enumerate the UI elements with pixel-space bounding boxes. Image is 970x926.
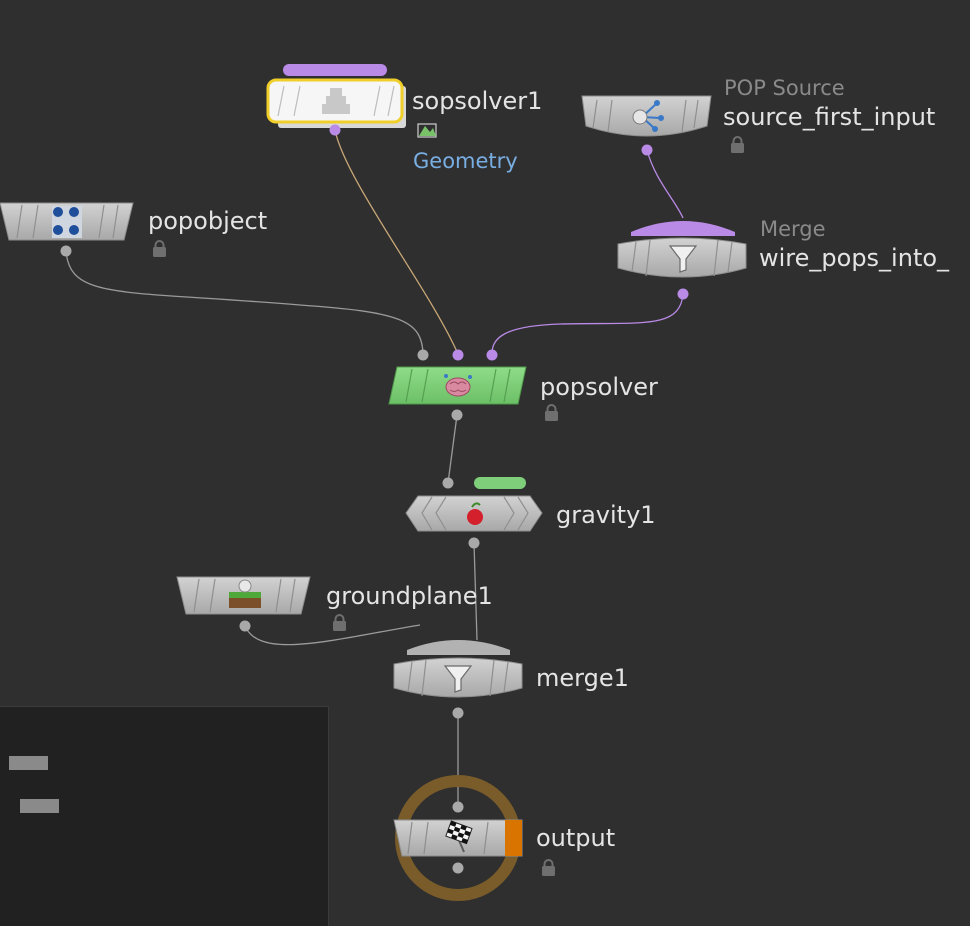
pyramid-icon (322, 88, 350, 114)
popobject-lock-icon (152, 240, 167, 258)
wire-popobject-popsolver (65, 250, 424, 355)
wire-groundplane-merge1 (244, 624, 421, 646)
merge-wire-type-label: Merge (760, 217, 826, 241)
merge1-output-port (452, 707, 464, 719)
output-output-port (452, 862, 464, 874)
merge-wire-output-port (677, 288, 689, 300)
gravity-label: gravity1 (556, 501, 656, 529)
wires (65, 129, 684, 807)
gravity-input-port (442, 477, 454, 489)
output-node[interactable] (393, 775, 523, 901)
gravity-output-port (468, 537, 480, 549)
brain-icon (444, 374, 472, 397)
source-node[interactable] (581, 95, 712, 156)
groundplane-output-port (239, 620, 251, 632)
particles-icon (52, 206, 82, 238)
emitter-icon (632, 100, 664, 132)
sopsolver-flag (283, 64, 387, 76)
output-input-port (452, 801, 464, 813)
sopsolver-node[interactable] (266, 64, 406, 136)
merge1-label: merge1 (536, 664, 629, 692)
apple-icon (465, 502, 483, 525)
source-label: source_first_input (723, 103, 936, 131)
merge-wire-label: wire_pops_into_ (759, 244, 950, 272)
wire-popsolver-gravity (447, 414, 458, 484)
popsolver-input-3 (486, 349, 498, 361)
output-display-flag (505, 820, 522, 856)
wire-merge-popsolver (491, 293, 684, 355)
source-output-port (641, 144, 653, 156)
groundplane-node[interactable] (176, 576, 311, 632)
funnel-icon (668, 245, 698, 273)
popsolver-label: popsolver (540, 373, 658, 401)
ground-icon (229, 579, 261, 608)
gravity-node[interactable] (405, 477, 543, 549)
network-minimap[interactable] (0, 706, 329, 926)
popsolver-input-2 (452, 349, 464, 361)
checkered-flag-icon (445, 820, 473, 853)
groundplane-label: groundplane1 (326, 582, 493, 610)
merge-wire-node[interactable] (617, 221, 747, 300)
output-lock-icon (541, 859, 556, 877)
merge1-input-bar (407, 640, 510, 655)
minimap-node-1 (9, 756, 48, 770)
popobject-node[interactable] (0, 202, 134, 257)
source-lock-icon (730, 136, 745, 154)
merge-wire-flag (631, 221, 735, 236)
merge1-node[interactable] (393, 640, 523, 719)
sopsolver-label: sopsolver1 (412, 87, 543, 115)
popobject-output-port (60, 245, 72, 257)
popsolver-output-port (451, 409, 463, 421)
groundplane-lock-icon (332, 614, 347, 632)
popsolver-node[interactable] (388, 349, 527, 421)
output-label: output (536, 824, 616, 852)
source-type-label: POP Source (724, 76, 845, 100)
minimap-node-2 (20, 799, 59, 813)
sopsolver-output-port (329, 124, 341, 136)
sopsolver-geometry-tag[interactable]: Geometry (413, 149, 518, 173)
wire-source-merge (646, 149, 684, 219)
wire-gravity-merge1 (473, 542, 478, 641)
gravity-flag (474, 477, 526, 489)
wire-sopsolver-popsolver (334, 129, 459, 355)
popsolver-input-1 (417, 349, 429, 361)
funnel-icon (443, 665, 473, 693)
geometry-icon (417, 123, 437, 138)
popsolver-lock-icon (544, 404, 559, 422)
popobject-label: popobject (148, 207, 268, 235)
